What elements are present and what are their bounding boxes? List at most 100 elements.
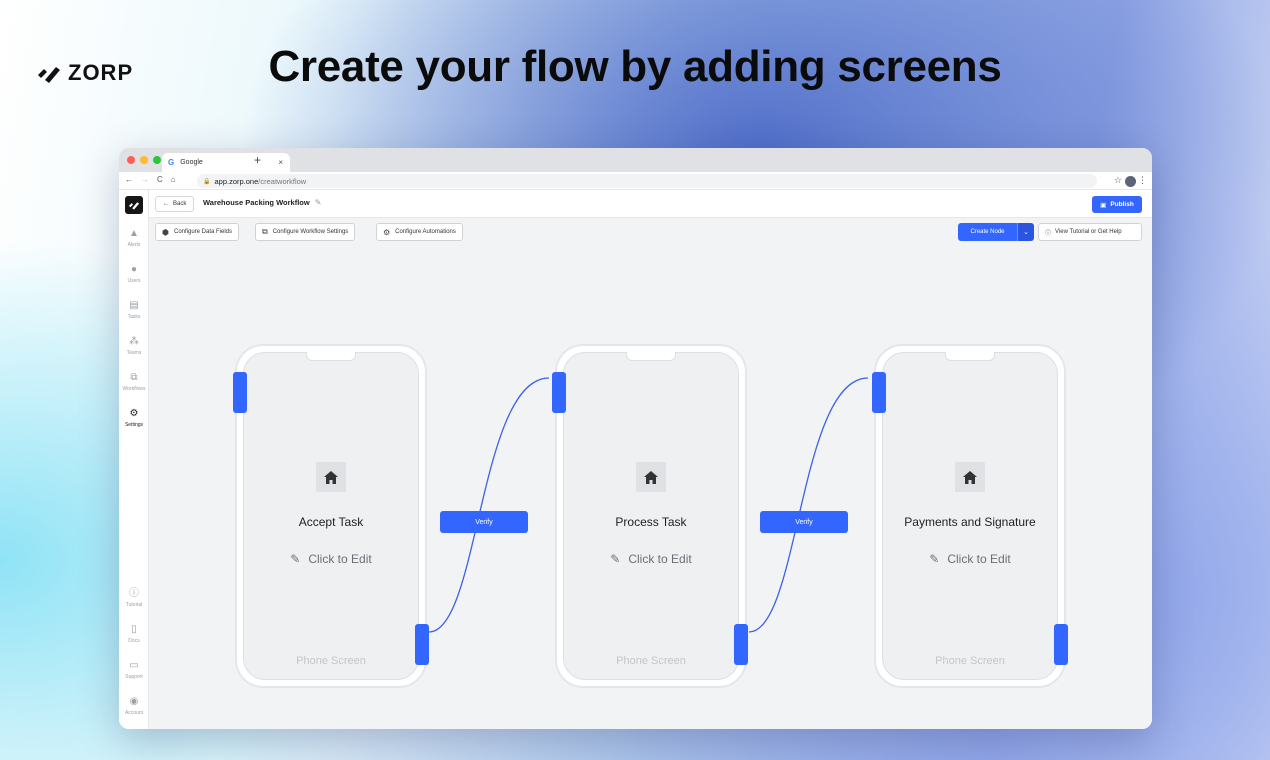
sidebar-item-label: Settings: [124, 422, 144, 428]
minimize-window-button[interactable]: [140, 156, 148, 164]
phone-screen-label: Phone Screen: [296, 655, 366, 667]
home-icon: [955, 462, 985, 492]
output-handle[interactable]: [1054, 624, 1068, 665]
sidebar-item-users[interactable]: ● Users: [119, 264, 149, 284]
output-handle[interactable]: [734, 624, 748, 665]
sidebar-item-teams[interactable]: ⁂ Teams: [119, 336, 149, 356]
phone-notch: [945, 352, 995, 361]
workflow-settings-icon: ⧉: [262, 227, 268, 236]
phone-screen-label: Phone Screen: [935, 655, 1005, 667]
flow-canvas[interactable]: Accept Task ✎ Click to Edit Phone Screen…: [149, 246, 1152, 729]
sidebar-item-label: Alerts: [127, 242, 141, 248]
browser-window: G Google × + ← → C ⌂ 🔒 app.zorp.one/crea…: [119, 148, 1152, 729]
workflow-title[interactable]: Warehouse Packing Workflow ✎: [203, 198, 321, 207]
home-icon[interactable]: ⌂: [170, 175, 176, 184]
back-label: Back: [173, 201, 187, 207]
new-tab-button[interactable]: +: [254, 153, 262, 167]
phone-screen-node[interactable]: Process Task ✎ Click to Edit Phone Scree…: [555, 344, 747, 688]
sidebar-item-label: Teams: [126, 350, 142, 356]
address-bar-row: ← → C ⌂ 🔒 app.zorp.one/creatworkflow ☆ ⋮: [119, 172, 1152, 190]
back-button[interactable]: ← Back: [155, 196, 195, 212]
sidebar: ▲ Alerts ● Users ▤ Tasks ⁂ Teams ⧉ Workf…: [119, 190, 149, 729]
edit-pencil-icon[interactable]: ✎: [314, 198, 322, 207]
phone-screen-node[interactable]: Accept Task ✎ Click to Edit Phone Screen: [235, 344, 427, 688]
browser-menu-icon[interactable]: ⋮: [1138, 175, 1147, 185]
input-handle[interactable]: [233, 372, 247, 413]
sidebar-item-tutorial[interactable]: ⓘ Tutorial: [119, 588, 149, 608]
help-icon: ⓘ: [129, 588, 139, 599]
brand-name: ZORP: [68, 60, 134, 85]
sidebar-item-account[interactable]: ◉ Account: [119, 696, 149, 716]
sidebar-item-support[interactable]: ▭ Support: [119, 660, 149, 680]
app-area: ▲ Alerts ● Users ▤ Tasks ⁂ Teams ⧉ Workf…: [119, 190, 1152, 729]
verify-edge-button[interactable]: Verify: [440, 511, 528, 533]
sidebar-item-label: Tutorial: [125, 602, 143, 608]
input-handle[interactable]: [552, 372, 566, 413]
click-to-edit[interactable]: ✎ Click to Edit: [883, 552, 1057, 566]
sidebar-item-label: Users: [127, 278, 141, 284]
phone-notch: [306, 352, 356, 361]
brand-logo: ZORP: [36, 60, 133, 86]
edit-label: Click to Edit: [947, 552, 1011, 566]
workflow-title-text: Warehouse Packing Workflow: [203, 198, 310, 207]
teams-icon: ⁂: [129, 336, 139, 347]
profile-avatar[interactable]: [1125, 176, 1136, 187]
sidebar-item-alerts[interactable]: ▲ Alerts: [119, 228, 149, 248]
help-button[interactable]: ⓘ View Tutorial or Get Help: [1038, 223, 1142, 241]
publish-button[interactable]: ▣ Publish: [1092, 196, 1142, 213]
configure-workflow-settings-button[interactable]: ⧉ Configure Workflow Settings: [255, 223, 356, 241]
edit-label: Click to Edit: [628, 552, 692, 566]
input-handle[interactable]: [872, 372, 886, 413]
close-window-button[interactable]: [127, 156, 135, 164]
phone-notch: [626, 352, 676, 361]
reload-icon[interactable]: C: [157, 175, 163, 184]
chat-icon: ▭: [129, 660, 139, 671]
page-headline: Create your flow by adding screens: [268, 42, 1002, 91]
workflow-topbar: ← Back Warehouse Packing Workflow ✎ ▣ Pu…: [149, 190, 1152, 218]
url-path: /creatworkflow: [258, 176, 307, 186]
book-icon: ▯: [131, 624, 137, 635]
forward-arrow-icon[interactable]: →: [141, 175, 149, 184]
edit-label: Click to Edit: [308, 552, 372, 566]
configure-automations-button[interactable]: ⚙ Configure Automations: [376, 223, 463, 241]
sidebar-item-docs[interactable]: ▯ Docs: [119, 624, 149, 644]
edit-pencil-icon: ✎: [610, 552, 621, 566]
output-handle[interactable]: [415, 624, 429, 665]
verify-edge-button[interactable]: Verify: [760, 511, 848, 533]
sidebar-item-workflows[interactable]: ⧉ Workflows: [119, 372, 149, 392]
phone-screen-node[interactable]: Payments and Signature ✎ Click to Edit P…: [874, 344, 1066, 688]
database-icon: ⬢: [162, 227, 169, 237]
button-label: Configure Data Fields: [173, 229, 233, 235]
app-logo-icon[interactable]: [125, 196, 143, 214]
chevron-down-icon[interactable]: ⌄: [1017, 223, 1034, 241]
bookmark-star-icon[interactable]: ☆: [1113, 175, 1122, 185]
home-icon: [316, 462, 346, 492]
connection-wires: [428, 377, 869, 633]
account-icon: ◉: [129, 696, 139, 707]
zorp-logo-icon: [38, 67, 60, 83]
sidebar-item-tasks[interactable]: ▤ Tasks: [119, 300, 149, 320]
back-arrow-icon[interactable]: ←: [125, 175, 133, 184]
browser-tab[interactable]: G Google ×: [162, 153, 290, 172]
create-node-button-group: Create Node ⌄: [958, 223, 1034, 241]
button-label: Configure Workflow Settings: [272, 229, 349, 235]
click-to-edit[interactable]: ✎ Click to Edit: [564, 552, 738, 566]
url-field[interactable]: 🔒 app.zorp.one/creatworkflow: [197, 174, 1097, 188]
window-controls: [127, 156, 161, 164]
arrow-left-icon: ←: [163, 201, 169, 207]
url-domain: app.zorp.one: [214, 176, 259, 186]
create-node-button[interactable]: Create Node: [958, 223, 1017, 241]
tab-bar: G Google × +: [119, 148, 1152, 172]
configure-data-fields-button[interactable]: ⬢ Configure Data Fields: [155, 223, 240, 241]
sidebar-item-label: Support: [125, 674, 143, 680]
google-icon: G: [168, 158, 175, 167]
sidebar-item-settings[interactable]: ⚙ Settings: [119, 408, 149, 428]
tab-title: Google: [180, 159, 203, 166]
maximize-window-button[interactable]: [153, 156, 161, 164]
tab-close-icon[interactable]: ×: [278, 158, 283, 167]
click-to-edit[interactable]: ✎ Click to Edit: [244, 552, 418, 566]
sidebar-item-label: Account: [124, 710, 144, 716]
home-icon: [636, 462, 666, 492]
edit-pencil-icon: ✎: [290, 552, 301, 566]
button-label: View Tutorial or Get Help: [1055, 229, 1122, 235]
